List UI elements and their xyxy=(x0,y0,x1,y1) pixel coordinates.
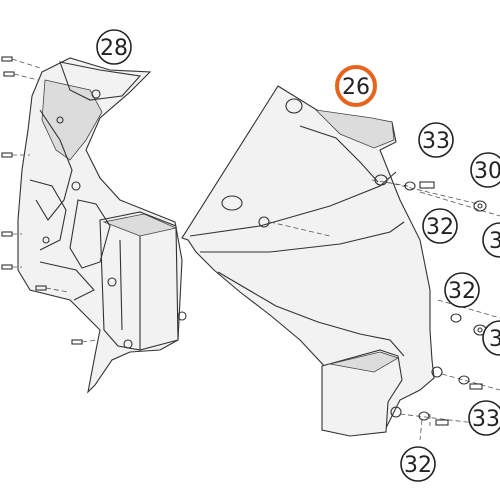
svg-text:33: 33 xyxy=(472,407,500,432)
callout-3-upper-partial[interactable]: 3 xyxy=(482,222,500,258)
callout-26-highlighted[interactable]: 26 xyxy=(335,65,377,107)
callout-3-middle-partial[interactable]: 3 xyxy=(482,320,500,356)
left-fasteners xyxy=(1,56,99,345)
svg-text:32: 32 xyxy=(404,453,432,478)
svg-text:32: 32 xyxy=(448,279,476,304)
callout-32-middle[interactable]: 32 xyxy=(444,272,480,308)
svg-text:30: 30 xyxy=(474,159,500,184)
right-outer-fairing-part[interactable] xyxy=(181,85,443,437)
svg-text:33: 33 xyxy=(422,129,450,154)
callout-32-lower[interactable]: 32 xyxy=(400,446,436,482)
callout-30[interactable]: 30 xyxy=(470,152,500,188)
callout-32-upper[interactable]: 32 xyxy=(422,208,458,244)
callout-28[interactable]: 28 xyxy=(96,29,132,65)
callout-33-upper[interactable]: 33 xyxy=(418,122,454,158)
left-inner-fairing-part[interactable] xyxy=(1,56,187,394)
svg-text:3: 3 xyxy=(489,327,500,352)
svg-text:3: 3 xyxy=(489,229,500,254)
svg-text:28: 28 xyxy=(100,36,128,61)
svg-text:32: 32 xyxy=(426,215,454,240)
right-fasteners xyxy=(404,181,487,441)
svg-text:26: 26 xyxy=(342,75,370,100)
callout-33-lower[interactable]: 33 xyxy=(468,400,500,436)
